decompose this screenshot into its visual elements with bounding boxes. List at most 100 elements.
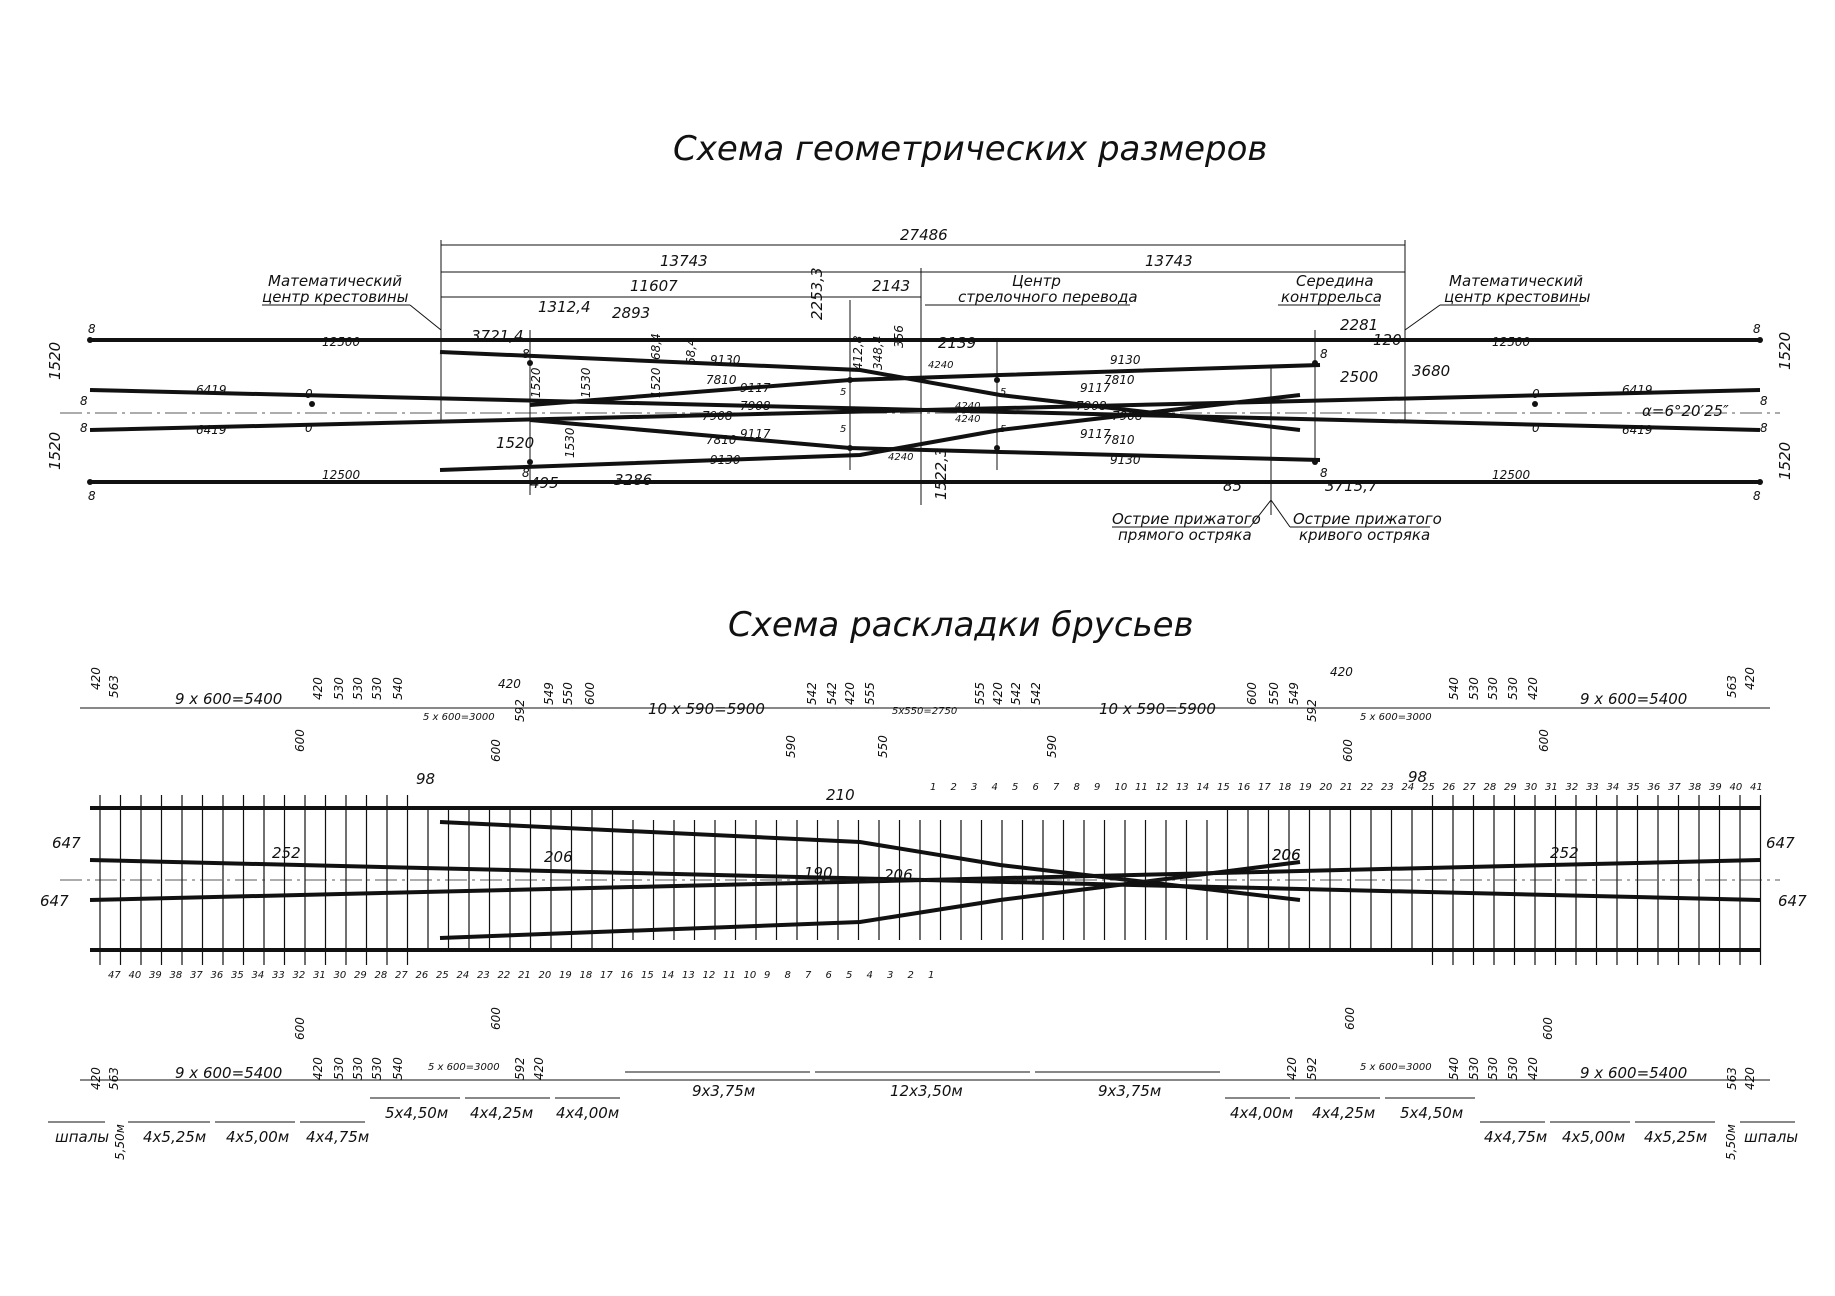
svg-text:1520: 1520: [496, 434, 534, 452]
rail-switch-3: [529, 363, 1321, 407]
svg-text:592: 592: [1305, 699, 1319, 722]
svg-text:420: 420: [1285, 1057, 1299, 1080]
sleeper-number: 40: [1730, 782, 1743, 793]
svg-text:555: 555: [863, 682, 877, 705]
sleeper-number: 11: [723, 970, 736, 981]
svg-text:4x4,75м: 4x4,75м: [1484, 1128, 1547, 1146]
svg-text:стрелочного перевода: стрелочного перевода: [958, 288, 1138, 306]
svg-text:206: 206: [544, 848, 573, 866]
svg-text:9117: 9117: [1080, 381, 1111, 395]
svg-text:5 x 600=3000: 5 x 600=3000: [1360, 1062, 1432, 1073]
sleeper-number: 9: [1094, 782, 1100, 793]
svg-text:495: 495: [530, 474, 559, 492]
sleeper-number: 24: [457, 970, 470, 981]
svg-text:563: 563: [1725, 1067, 1739, 1090]
sleeper-number: 20: [1320, 782, 1333, 793]
svg-text:420: 420: [1743, 1067, 1757, 1090]
svg-text:190: 190: [804, 864, 833, 882]
svg-text:540: 540: [391, 677, 405, 700]
sleeper-scheme: Схема раскладки брусьев 420 563 9 x 600=…: [40, 605, 1807, 1160]
svg-text:центр крестовины: центр крестовины: [1444, 288, 1591, 306]
svg-text:9117: 9117: [740, 427, 771, 441]
svg-text:542: 542: [805, 682, 819, 705]
svg-text:563: 563: [107, 675, 121, 698]
svg-text:прямого остряка: прямого остряка: [1118, 526, 1252, 544]
svg-text:1520: 1520: [529, 367, 543, 398]
svg-text:9130: 9130: [710, 353, 741, 367]
svg-text:600: 600: [489, 1007, 503, 1030]
svg-text:68,4: 68,4: [649, 333, 663, 360]
geometry-dimensions: 27486 13743 13743 11607 2143 1312,4 2893…: [46, 226, 1794, 500]
svg-text:590: 590: [1045, 735, 1059, 758]
svg-text:1520: 1520: [649, 367, 663, 398]
svg-text:5: 5: [1000, 424, 1006, 435]
svg-text:420: 420: [532, 1057, 546, 1080]
sleeper-number: 27: [395, 970, 408, 981]
svg-text:1530: 1530: [563, 427, 577, 458]
svg-text:420: 420: [89, 667, 103, 690]
svg-text:2139: 2139: [938, 334, 976, 352]
sleeper-number: 18: [580, 970, 593, 981]
sleeper-number: 28: [1484, 782, 1497, 793]
svg-text:9117: 9117: [740, 381, 771, 395]
svg-text:4240: 4240: [955, 414, 980, 425]
svg-text:13743: 13743: [1145, 252, 1193, 270]
svg-text:8: 8: [1753, 322, 1761, 336]
svg-text:2253,3: 2253,3: [808, 268, 826, 321]
sleeper-number: 16: [1238, 782, 1251, 793]
svg-text:4x5,00м: 4x5,00м: [1562, 1128, 1625, 1146]
svg-text:550: 550: [1267, 682, 1281, 705]
sleeper-number: 25: [1422, 782, 1435, 793]
svg-text:600: 600: [1245, 682, 1259, 705]
svg-text:7908: 7908: [702, 409, 733, 423]
svg-text:1520: 1520: [1776, 332, 1794, 370]
svg-text:5,50м: 5,50м: [1724, 1124, 1738, 1160]
svg-text:7810: 7810: [706, 433, 737, 447]
svg-text:7810: 7810: [1104, 433, 1135, 447]
svg-text:8: 8: [88, 322, 96, 336]
svg-text:2143: 2143: [872, 277, 910, 295]
svg-text:530: 530: [332, 1057, 346, 1080]
svg-text:98: 98: [1408, 768, 1427, 786]
sleeper-number: 30: [1525, 782, 1538, 793]
svg-text:6419: 6419: [1622, 383, 1653, 397]
sleeper-number: 9: [764, 970, 770, 981]
svg-text:8: 8: [88, 489, 96, 503]
sleeper-number: 15: [1217, 782, 1230, 793]
svg-text:4x4,75м: 4x4,75м: [306, 1128, 369, 1146]
svg-text:592: 592: [513, 1057, 527, 1080]
svg-text:647: 647: [52, 834, 81, 852]
sleeper-number: 20: [539, 970, 552, 981]
svg-text:центр крестовины: центр крестовины: [262, 288, 409, 306]
svg-text:420: 420: [498, 677, 521, 691]
sleeper-number: 38: [1689, 782, 1702, 793]
sleeper-number: 35: [1627, 782, 1640, 793]
svg-text:68,4: 68,4: [684, 338, 698, 365]
sleeper-number: 27: [1463, 782, 1476, 793]
svg-text:9130: 9130: [1110, 353, 1141, 367]
sleeper-number: 34: [1607, 782, 1620, 793]
svg-text:530: 530: [1467, 677, 1481, 700]
svg-text:4240: 4240: [955, 401, 980, 412]
sleeper-number: 19: [1299, 782, 1312, 793]
sleeper-number: 4: [867, 970, 873, 981]
sleeper-title: Схема раскладки брусьев: [728, 605, 1194, 645]
svg-text:7908: 7908: [1076, 399, 1107, 413]
svg-text:Острие прижатого: Острие прижатого: [1293, 510, 1442, 528]
svg-text:420: 420: [1743, 667, 1757, 690]
svg-text:550: 550: [876, 735, 890, 758]
svg-text:420: 420: [311, 677, 325, 700]
rail-switch-2: [439, 393, 1301, 472]
svg-text:1530: 1530: [579, 367, 593, 398]
svg-text:α=6°20′25″: α=6°20′25″: [1642, 402, 1729, 420]
svg-text:206: 206: [1272, 846, 1301, 864]
svg-text:Середина: Середина: [1296, 272, 1374, 290]
sleeper-number: 39: [149, 970, 162, 981]
svg-text:3286: 3286: [614, 471, 652, 489]
sleeper-number: 29: [354, 970, 367, 981]
svg-text:9 x 600=5400: 9 x 600=5400: [175, 1064, 282, 1082]
svg-text:600: 600: [583, 682, 597, 705]
svg-text:12x3,50м: 12x3,50м: [890, 1082, 963, 1100]
